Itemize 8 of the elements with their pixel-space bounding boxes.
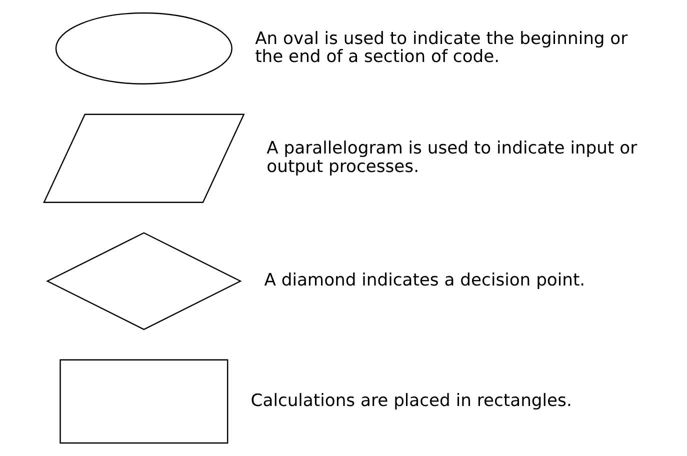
node-label: A parallelogram is used to indicate input or output processes. <box>266 138 637 178</box>
node-label: Calculations are placed in rectangles. <box>250 390 572 411</box>
node-ellipse <box>54 12 232 84</box>
node-parallelogram <box>42 114 244 203</box>
node-label: An oval is used to indicate the beginning or the end of a section of code. <box>254 28 628 68</box>
node-label: A diamond indicates a decision point. <box>264 270 585 291</box>
node-box <box>59 359 228 444</box>
node-diamond <box>46 232 242 330</box>
